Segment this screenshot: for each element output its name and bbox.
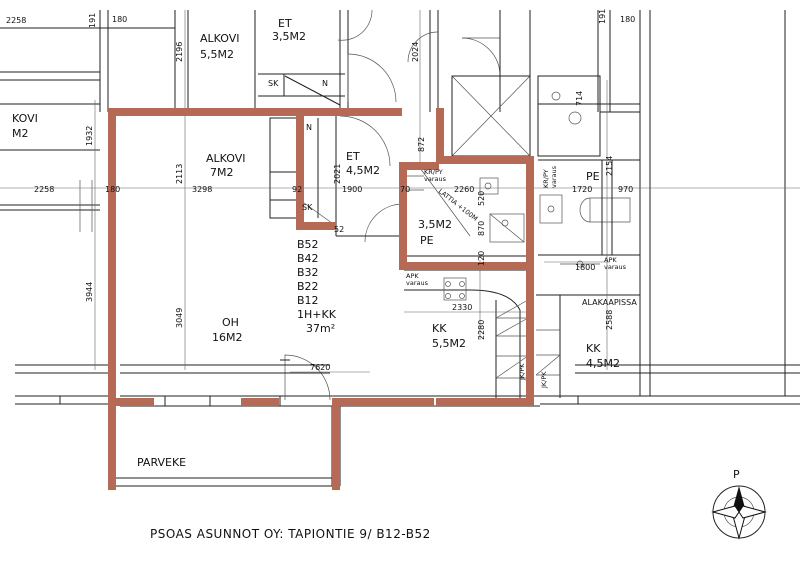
unit-area: 37m²	[306, 322, 335, 335]
drawing-title: PSOAS ASUNNOT OY: TAPIONTIE 9/ B12-B52	[150, 527, 431, 541]
unit-type: 1H+KK	[297, 308, 337, 321]
dim-label: 2330	[452, 303, 472, 312]
north-label: P	[733, 468, 740, 481]
dim-label: 3298	[192, 185, 212, 194]
sk-label: SK	[268, 79, 279, 88]
dim-label: 1900	[342, 185, 362, 194]
dim-label: 2258	[34, 185, 54, 194]
dim-label: 120	[477, 251, 486, 266]
unit-code: B32	[297, 266, 319, 279]
apk-varaus-label: varaus	[604, 263, 627, 271]
apk-label: APK	[604, 256, 617, 264]
room-et-top-area: 3,5M2	[272, 30, 306, 43]
room-alkovi-main-area: 7M2	[210, 166, 234, 179]
room-alkovi-main-name: ALKOVI	[206, 152, 246, 165]
dim-label: 2280	[477, 320, 486, 340]
dim-label: 191	[598, 9, 607, 24]
jkpk-label: JK/PK	[540, 371, 548, 389]
dim-label: 714	[575, 91, 584, 106]
room-kk-right-area: 4,5M2	[586, 357, 620, 370]
dim-label: 191	[88, 13, 97, 28]
n-label: N	[322, 79, 328, 88]
dim-label: 872	[417, 137, 426, 152]
dim-label: 2113	[175, 164, 184, 184]
room-parveke-name: PARVEKE	[137, 456, 186, 469]
room-kk-main-name: KK	[432, 322, 447, 335]
n-label: N	[306, 123, 312, 132]
north-arrow-needle	[733, 486, 745, 512]
dim-label: 7620	[310, 363, 330, 372]
room-pe-main-area: 3,5M2	[418, 218, 452, 231]
sk-label: SK	[302, 203, 313, 212]
krpy-varaus-label: varaus	[424, 175, 447, 183]
exterior-linework	[15, 10, 800, 487]
dim-label: 52	[334, 225, 344, 234]
dim-label: 180	[112, 15, 127, 24]
room-pe-right-name: PE	[586, 170, 600, 183]
unit-code: B52	[297, 238, 319, 251]
apartment-walls	[108, 108, 534, 490]
room-alkovi-left-name: KOVI	[12, 112, 38, 125]
room-pe-main-name: PE	[420, 234, 434, 247]
krpy-label: KR/PY	[542, 169, 550, 188]
jkpk-label: JK/PK	[518, 363, 526, 381]
alakaapissa-label: ALAKAAPISSA	[582, 298, 637, 307]
dim-label: 180	[105, 185, 120, 194]
krpy-label: KR/PY	[424, 168, 443, 176]
dim-label: 180	[620, 15, 635, 24]
apk-varaus-label: varaus	[406, 279, 429, 287]
room-alkovi-top-area: 5,5M2	[200, 48, 234, 61]
room-et-main-name: ET	[346, 150, 360, 163]
dim-label: 2024	[411, 42, 420, 62]
interior-linework	[269, 112, 640, 398]
unit-list: B52 B42 B32 B22 B12 1H+KK 37m²	[297, 238, 337, 335]
room-oh-area: 16M2	[212, 331, 243, 344]
room-kk-right-name: KK	[586, 342, 601, 355]
dim-label: 2258	[6, 16, 26, 25]
dim-label: 92	[292, 185, 302, 194]
dim-label: 520	[477, 191, 486, 206]
dim-label: 70	[400, 185, 410, 194]
dim-label: 870	[477, 221, 486, 236]
dim-label: 970	[618, 185, 633, 194]
dim-label: 1720	[572, 185, 592, 194]
room-et-main-area: 4,5M2	[346, 164, 380, 177]
room-alkovi-left-area: M2	[12, 127, 29, 140]
room-et-top-name: ET	[278, 17, 292, 30]
dim-label: 1932	[85, 126, 94, 146]
north-arrow: P	[711, 468, 767, 540]
apk-label: APK	[406, 272, 419, 280]
dim-label: 2021	[333, 164, 342, 184]
unit-code: B22	[297, 280, 319, 293]
room-labels: ALKOVI 5,5M2 ET 3,5M2 KOVI M2 ALKOVI 7M2…	[12, 17, 620, 469]
dim-label: 2588	[605, 310, 614, 330]
dim-label: 3049	[175, 308, 184, 328]
krpy-varaus-label: varaus	[550, 165, 558, 188]
background-linework	[0, 9, 651, 232]
room-kk-main-area: 5,5M2	[432, 337, 466, 350]
unit-code: B42	[297, 252, 319, 265]
dim-label: 2260	[454, 185, 474, 194]
unit-code: B12	[297, 294, 319, 307]
dim-label: 2196	[175, 42, 184, 62]
room-oh-name: OH	[222, 316, 239, 329]
dim-label: 3944	[85, 282, 94, 302]
dim-label: 2154	[605, 156, 614, 176]
dimension-labels: 2258 191 180 2196 2024 1932 2113 2021 87…	[6, 9, 635, 372]
dim-label: 1800	[575, 263, 595, 272]
room-alkovi-top-name: ALKOVI	[200, 32, 240, 45]
